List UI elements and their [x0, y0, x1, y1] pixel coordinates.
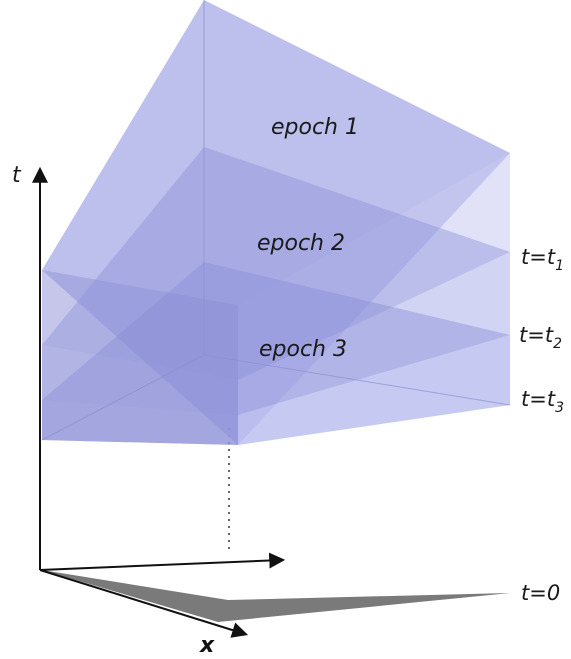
space-axis-right [39, 552, 286, 571]
epoch-2-label: epoch 2 [257, 231, 345, 256]
epoch-2-volume [42, 147, 510, 445]
time-axis-label: t [12, 163, 22, 188]
floor-plane [42, 570, 510, 622]
marker-t1: t=t1 [521, 245, 564, 274]
space-axis-label: x [199, 633, 215, 658]
epoch-3-label: epoch 3 [259, 337, 347, 362]
space-axis-x [39, 569, 249, 638]
epoch-1-label: epoch 1 [271, 115, 359, 140]
marker-t3: t=t3 [521, 387, 564, 416]
marker-t2: t=t2 [519, 323, 562, 352]
volume-edges [41, 0, 511, 441]
epoch-3-volume [42, 262, 510, 445]
marker-t0: t=0 [521, 581, 560, 605]
